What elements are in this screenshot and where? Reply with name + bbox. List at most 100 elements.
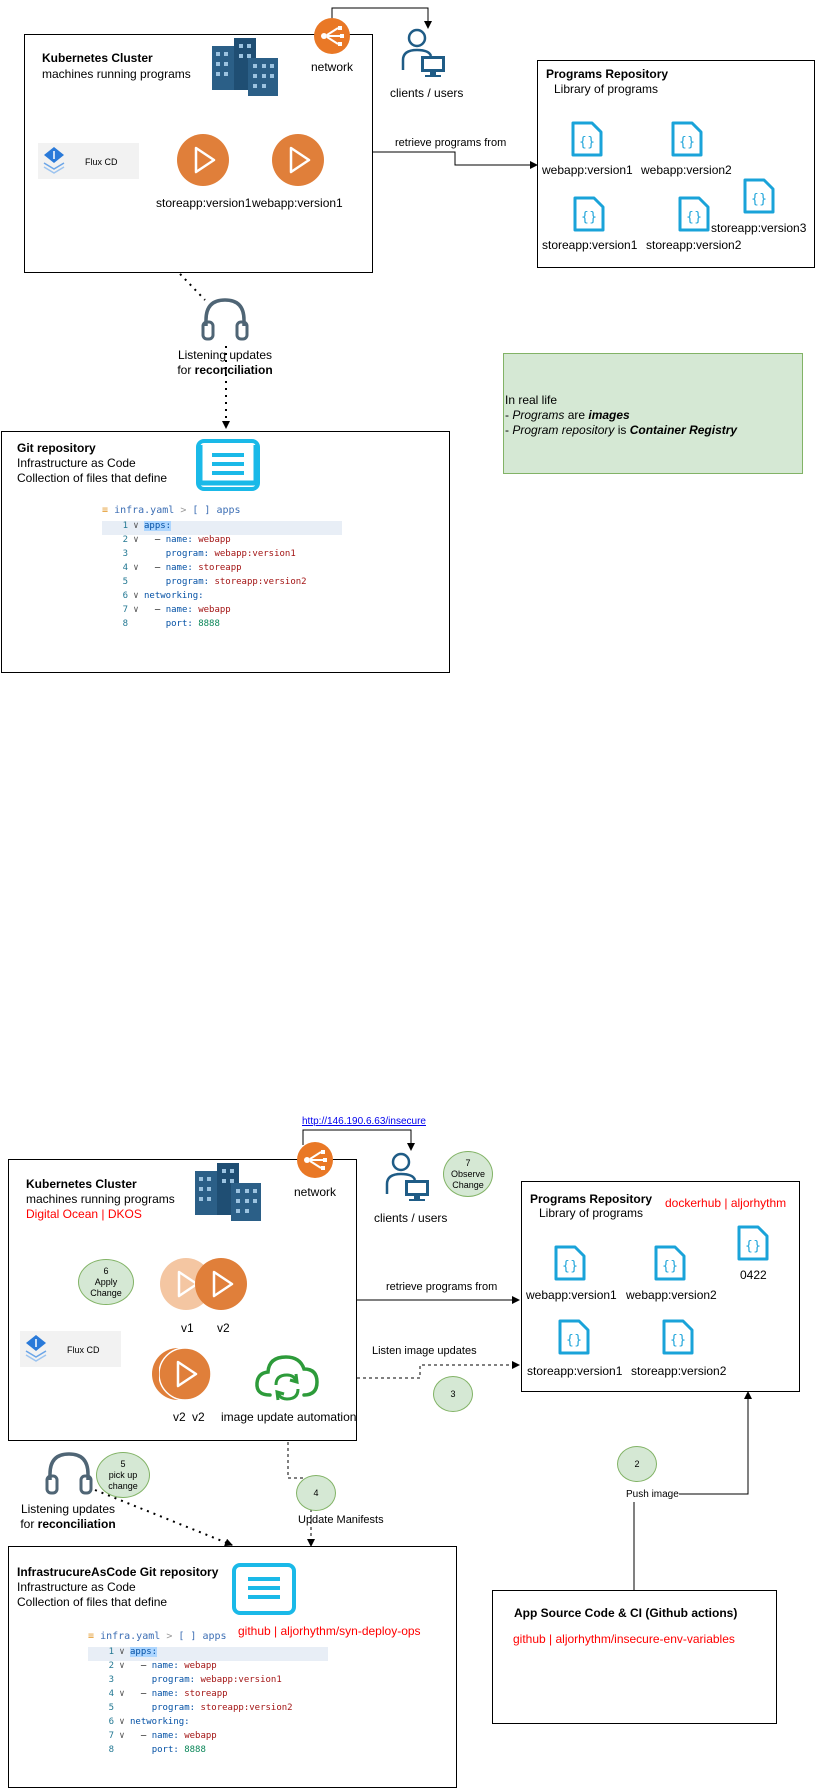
b-cluster-title: Kubernetes Cluster: [26, 1177, 137, 1191]
storeapp-play-icon: [177, 134, 229, 186]
b-code-line-7: 7∨ – name: webapp: [108, 1731, 217, 1741]
flux-label: Flux CD: [85, 157, 118, 167]
b-network-label: network: [294, 1185, 337, 1199]
b-repo-item-0422: 0422: [740, 1268, 767, 1282]
b-code-line-6: 6∨networking:: [108, 1717, 190, 1727]
b-listening-line2: for reconciliation: [20, 1517, 116, 1531]
svg-text:{}: {}: [751, 192, 768, 207]
repo-item-storeapp-v2: storeapp:version2: [646, 238, 742, 252]
git-repo-line2: Collection of files that define: [17, 471, 168, 485]
b-code-line-4: 4∨ – name: storeapp: [108, 1689, 228, 1699]
insecure-url-link[interactable]: http://146.190.6.63/insecure: [302, 1116, 426, 1127]
cluster-subtitle: machines running programs: [42, 67, 191, 81]
code-line-6: 6∨networking:: [122, 591, 204, 601]
webapp-play-icon: [272, 134, 324, 186]
b-code-line-2: 2∨ – name: webapp: [108, 1661, 217, 1671]
b-git-repo-line1: Infrastructure as Code: [17, 1580, 136, 1594]
repo-item-webapp-v1: webapp:version1: [542, 163, 633, 177]
svg-text:{}: {}: [562, 1259, 579, 1274]
b-network-icon: [297, 1142, 333, 1178]
note-line1: In real life: [505, 393, 558, 407]
b-code-breadcrumb: ≡ infra.yaml > [ ] apps: [88, 1631, 227, 1642]
flux-icon: [43, 147, 65, 174]
document-icon: [196, 439, 260, 491]
code-line-4: 4∨ – name: storeapp: [122, 563, 242, 573]
b-code-line-8: 8 port: 8888: [108, 1745, 206, 1755]
b-git-repo-line2: Collection of files that define: [17, 1595, 168, 1609]
b-file-icon-storeapp-v2: {}: [662, 1319, 694, 1355]
b-flux-label: Flux CD: [67, 1345, 100, 1355]
b-cluster-provider: Digital Ocean | DKOS: [26, 1207, 142, 1221]
b-push-label: Push image: [626, 1487, 679, 1502]
programs-repo-title: Programs Repository: [546, 67, 669, 81]
svg-text:{}: {}: [679, 135, 696, 150]
svg-text:{}: {}: [581, 210, 598, 225]
svg-text:{}: {}: [566, 1333, 583, 1348]
b-repo-item-webapp-v2: webapp:version2: [626, 1288, 717, 1302]
b-headphones-icon: [45, 1452, 93, 1495]
programs-repo-box: [537, 60, 815, 268]
code-line-7: 7∨ – name: webapp: [122, 605, 231, 615]
b-code-line-5: 5 program: storeapp:version2: [108, 1703, 293, 1713]
b-repo-item-webapp-v1: webapp:version1: [526, 1288, 617, 1302]
svg-text:{}: {}: [745, 1239, 762, 1254]
listening-label: Listening updates for reconciliation: [160, 348, 290, 378]
b-git-github-label: github | aljorhythm/syn-deploy-ops: [238, 1624, 421, 1638]
b-file-icon-webapp-v1: {}: [554, 1245, 586, 1281]
real-life-note: [503, 353, 803, 474]
b-git-repo-title: InfrastrucureAsCode Git repository: [17, 1565, 219, 1579]
cloud-sync-icon: [255, 1355, 319, 1401]
svg-text:{}: {}: [579, 135, 596, 150]
b-listening-line1: Listening updates: [20, 1502, 116, 1516]
b-programs-repo-box: [521, 1181, 800, 1392]
edge-b-network-clients: [302, 1129, 415, 1151]
app-source-box: [492, 1590, 777, 1724]
b-file-icon-0422: {}: [737, 1225, 769, 1261]
b-repo-item-storeapp-v2: storeapp:version2: [631, 1364, 727, 1378]
svg-text:{}: {}: [686, 210, 703, 225]
step-2: 2: [617, 1446, 657, 1482]
b-update-manifests-label: Update Manifests: [298, 1514, 384, 1526]
app-source-title: App Source Code & CI (Github actions): [514, 1606, 738, 1620]
b-yaml-file-icon: ≡: [88, 1631, 95, 1642]
b-retrieve-label: retrieve programs from: [386, 1281, 498, 1293]
b-v1-label: v1: [181, 1321, 194, 1335]
edge-retrieve: [372, 151, 538, 169]
b-play-v2-icon: [195, 1258, 247, 1310]
b-flux-icon: [25, 1335, 47, 1362]
file-icon-storeapp-v3: {}: [743, 178, 775, 214]
storeapp-version-label: storeapp:version1: [156, 196, 252, 210]
listening-line1: Listening updates: [177, 348, 273, 362]
code-breadcrumb: ≡ infra.yaml > [ ] apps: [102, 505, 241, 516]
yaml-file-icon: ≡: [102, 505, 109, 516]
b-dockerhub-label: dockerhub | aljorhythm: [665, 1196, 787, 1210]
b-v2-storeapp-label-1: v2: [173, 1410, 186, 1424]
file-icon-storeapp-v2: {}: [678, 196, 710, 232]
buildings-icon: [212, 38, 278, 96]
retrieve-label: retrieve programs from: [395, 137, 507, 149]
repo-item-storeapp-v3: storeapp:version3: [711, 221, 807, 235]
edge-b-listen-image: [357, 1361, 520, 1379]
note-line3: - Program repository is Container Regist…: [505, 423, 738, 437]
headphones-icon: [201, 298, 249, 341]
code-line-8: 8 port: 8888: [122, 619, 220, 629]
b-v2-storeapp-label-2: v2: [192, 1410, 205, 1424]
b-repo-item-storeapp-v1: storeapp:version1: [527, 1364, 623, 1378]
edge-network-clients: [331, 7, 432, 29]
b-listen-image-label: Listen image updates: [372, 1345, 477, 1357]
file-icon-webapp-v2: {}: [671, 121, 703, 157]
b-cluster-subtitle: machines running programs: [26, 1192, 175, 1206]
file-icon-webapp-v1: {}: [571, 121, 603, 157]
code-line-5: 5 program: storeapp:version2: [122, 577, 307, 587]
repo-item-webapp-v2: webapp:version2: [641, 163, 732, 177]
code-line-1: 1∨apps:: [102, 521, 342, 535]
app-source-github-label: github | aljorhythm/insecure-env-variabl…: [513, 1632, 735, 1646]
b-file-icon-webapp-v2: {}: [654, 1245, 686, 1281]
b-programs-repo-title: Programs Repository: [530, 1192, 653, 1206]
note-line2: - Programs are images: [505, 408, 630, 422]
git-repo-line1: Infrastructure as Code: [17, 456, 136, 470]
step-3: 3: [433, 1376, 473, 1412]
